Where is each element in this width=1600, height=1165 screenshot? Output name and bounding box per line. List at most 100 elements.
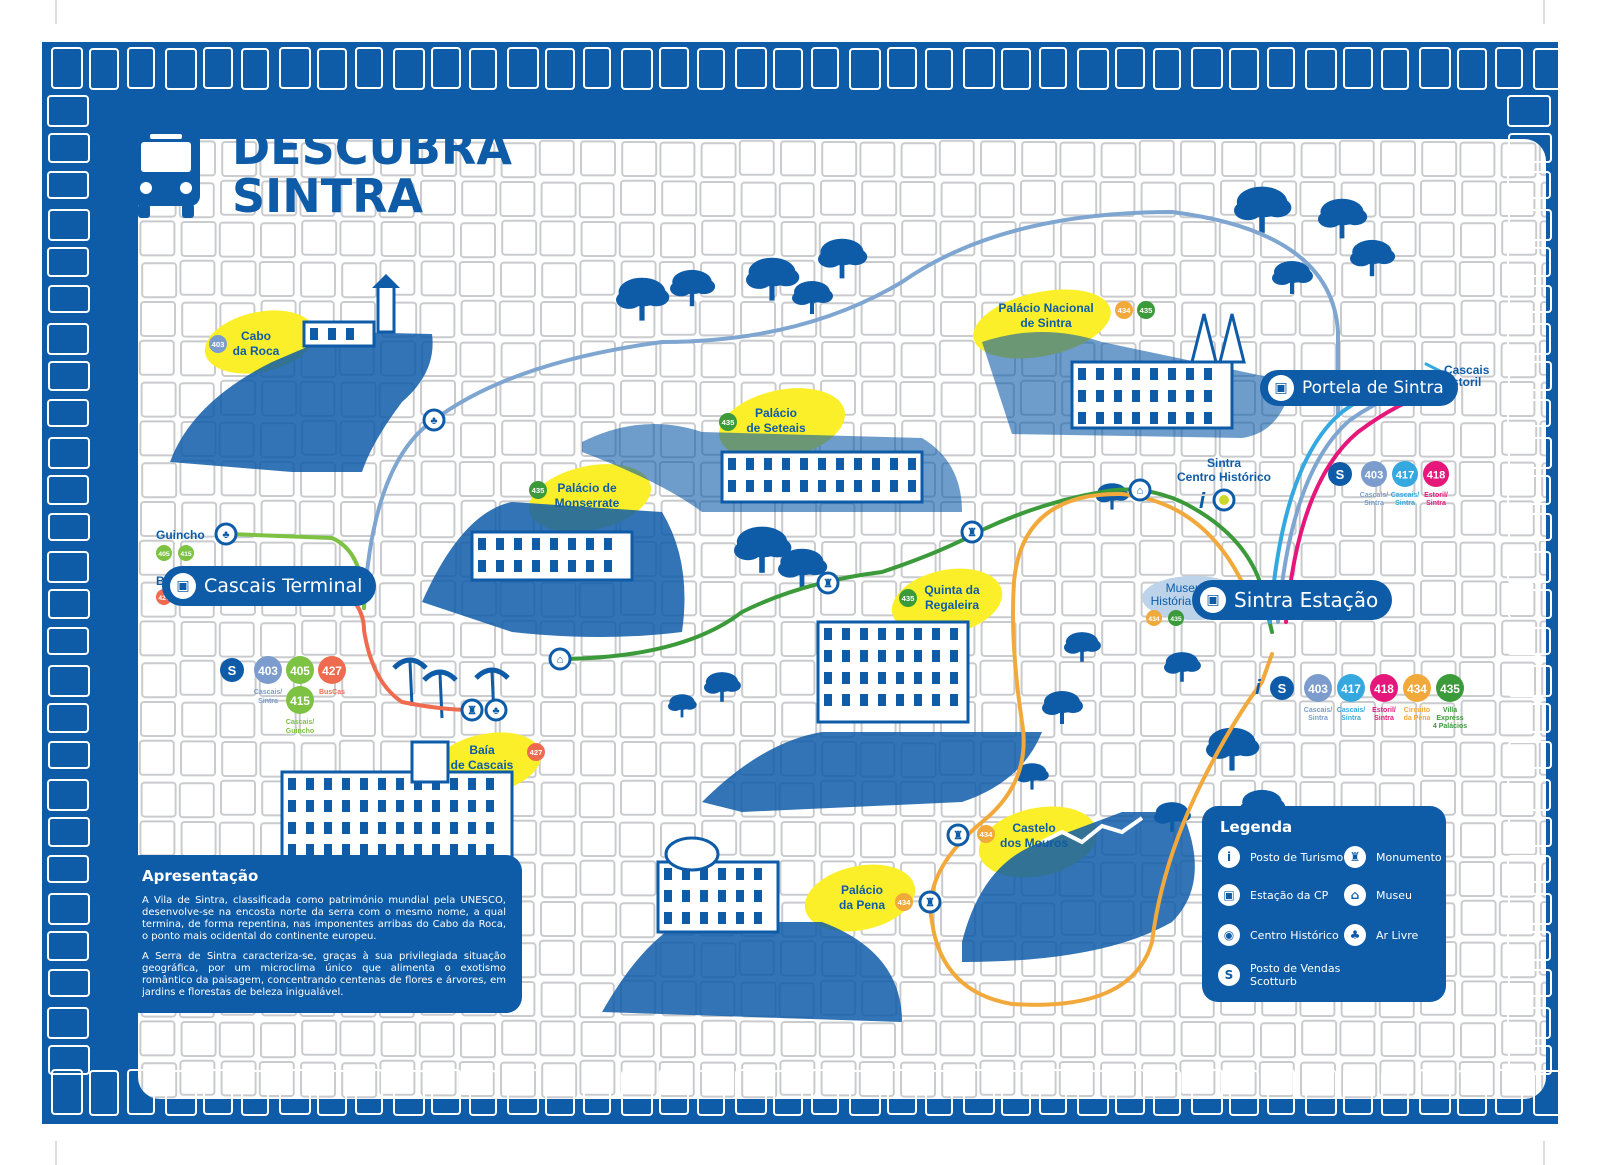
tile [1058, 661, 1095, 697]
tree-icon[interactable]: ♣ [214, 522, 238, 546]
route-badge[interactable]: 415 [178, 545, 194, 561]
building-window [324, 844, 332, 856]
portela-text: Portela de Sintra [1302, 378, 1444, 398]
building-window [532, 538, 540, 550]
building-window [432, 822, 440, 834]
stop-ring [918, 890, 942, 914]
route-badge[interactable]: 434 [1403, 674, 1431, 702]
tile [500, 1061, 536, 1098]
route-badge[interactable]: 434 [977, 825, 995, 843]
route-badge[interactable]: 403 [254, 656, 282, 684]
route-name: Cascais/ [1337, 707, 1365, 714]
route-badge[interactable]: 417 [1337, 674, 1365, 702]
tile [1020, 179, 1056, 216]
route-badge[interactable]: 435 [1436, 674, 1464, 702]
route-badge[interactable]: 435 [719, 413, 737, 431]
tile [900, 542, 937, 579]
tile [1141, 262, 1178, 299]
tree-trunk [839, 252, 845, 279]
tile [418, 1021, 455, 1058]
tree-crown [843, 248, 868, 266]
route-badge[interactable]: 435 [1168, 610, 1184, 626]
tile [420, 260, 457, 297]
building-window [782, 458, 790, 470]
museum-icon[interactable]: ⌂ [1128, 478, 1152, 502]
sintra-estacao-label[interactable]: ▣ Sintra Estação [1192, 580, 1393, 620]
tree-icon[interactable]: ♣ [422, 408, 446, 432]
tile [1180, 221, 1217, 257]
route-name: Sintra [1395, 500, 1415, 507]
tile [1461, 380, 1498, 417]
building-window [1096, 368, 1104, 380]
monument-icon[interactable]: ♜ [960, 520, 984, 544]
tile [1419, 502, 1456, 539]
route-badge[interactable]: 417 [1392, 461, 1418, 487]
building-window [800, 480, 808, 492]
tile [700, 542, 737, 579]
tile [1418, 221, 1455, 258]
route-badge-number: 435 [902, 594, 915, 603]
portela-label[interactable]: ▣ Portela de Sintra [1260, 370, 1458, 406]
route-badge-circle [156, 545, 172, 561]
tree-trunk [759, 542, 765, 573]
scotturb-icon [1270, 676, 1294, 700]
route-badge[interactable]: 405 [286, 656, 314, 684]
monument-icon[interactable]: ♜ [460, 698, 484, 722]
building-window [378, 778, 386, 790]
tile [579, 859, 616, 896]
route-badge[interactable]: 405 [156, 545, 172, 561]
bus-icon: ▣ [1200, 587, 1226, 613]
tile [1458, 661, 1495, 697]
tile [818, 1021, 855, 1058]
tree-icon[interactable]: ♣ [484, 698, 508, 722]
route-badge-circle [286, 656, 314, 684]
building-window [328, 328, 336, 340]
tile [1058, 461, 1095, 497]
route-badge[interactable]: 434 [1146, 610, 1162, 626]
building-window [586, 538, 594, 550]
monument-icon[interactable]: ♜ [816, 571, 840, 595]
route-badge[interactable]: 403 [1304, 674, 1332, 702]
tile [381, 701, 418, 738]
tile [540, 781, 577, 818]
route-badge[interactable]: 435 [1137, 301, 1155, 319]
route-badge[interactable]: 403 [209, 335, 227, 353]
place-name: Palácio Nacional [998, 301, 1093, 315]
route-badge[interactable]: 418 [1423, 461, 1449, 487]
route-badge[interactable]: 434 [1115, 301, 1133, 319]
monument-icon[interactable]: ♜ [946, 823, 970, 847]
cascais-terminal-label[interactable]: ▣ Cascais Terminal [162, 566, 377, 606]
route-badge[interactable]: 434 [895, 893, 913, 911]
palm-trunk [438, 673, 444, 719]
museum-icon[interactable]: ⌂ [548, 647, 572, 671]
tile [540, 301, 576, 337]
route-badge[interactable]: 403 [1361, 461, 1387, 487]
route-badge[interactable]: 435 [529, 481, 547, 499]
tile [138, 339, 175, 376]
tile [1538, 539, 1546, 576]
monument-icon[interactable]: ♜ [918, 890, 942, 914]
route-badge[interactable]: 418 [1370, 674, 1398, 702]
tree-crown [746, 270, 772, 289]
route-name: BusCas [319, 689, 345, 696]
tile [1258, 1061, 1295, 1097]
route-badge[interactable]: 427 [318, 656, 346, 684]
place-name: Palácio [841, 883, 883, 897]
tile [221, 741, 258, 777]
info-icon: i [1255, 677, 1261, 699]
route-badge[interactable]: 427 [527, 743, 545, 761]
tile [380, 221, 417, 257]
tree-crown [1064, 641, 1082, 654]
tile [139, 620, 176, 657]
route-badge[interactable]: 415 [286, 686, 314, 714]
tile [979, 259, 1016, 296]
route-badge[interactable]: 435 [899, 589, 917, 607]
